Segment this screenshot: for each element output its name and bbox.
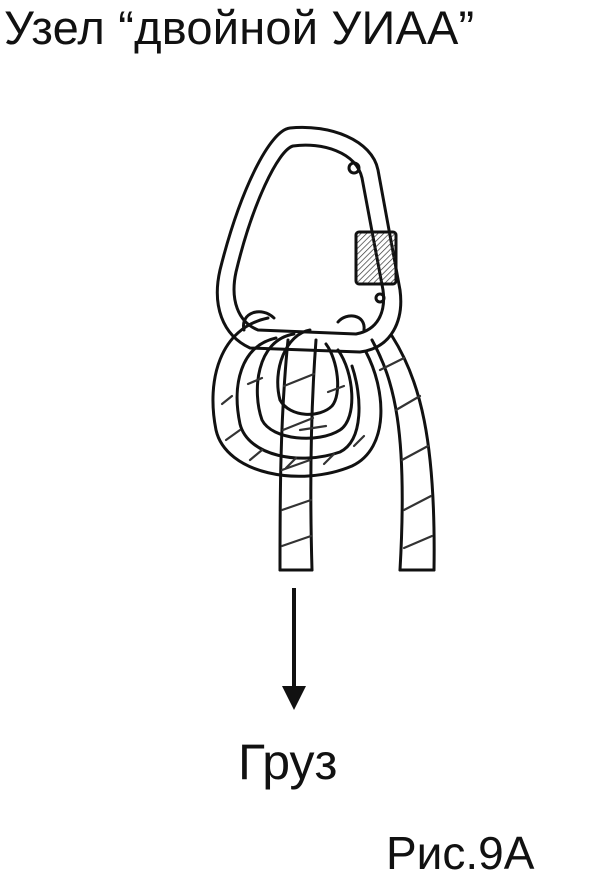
- figure-label: Рис.9А: [386, 827, 535, 879]
- carabiner-icon: [215, 125, 403, 354]
- down-arrow-icon: [282, 588, 306, 710]
- diagram-title: Узел “двойной УИАА”: [4, 1, 475, 54]
- load-label: Груз: [238, 734, 338, 790]
- rope-knot-icon: [211, 310, 436, 572]
